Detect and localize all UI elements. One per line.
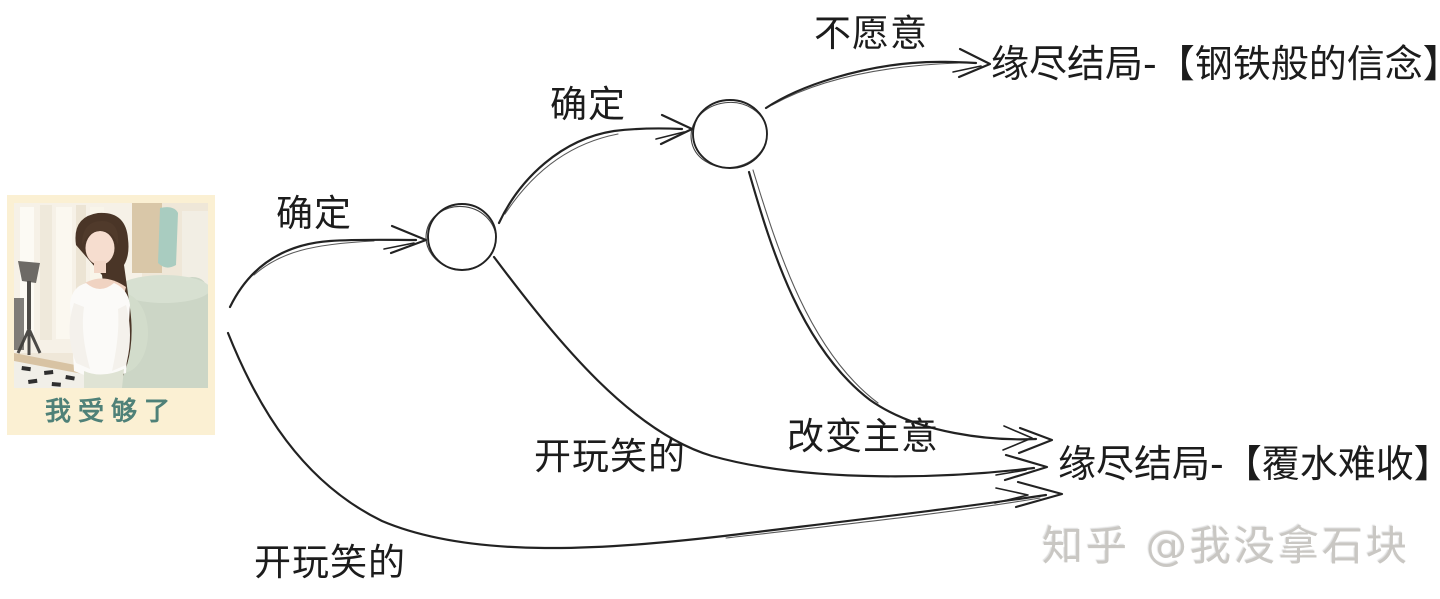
arrowhead-icon: [957, 47, 992, 79]
edge-label-unwilling: 不愿意: [814, 12, 928, 55]
photo-illustration: [14, 203, 208, 388]
edge-label-joking-mid: 开玩笑的: [534, 435, 686, 478]
watermark: 知乎 @我没拿石块: [1042, 522, 1411, 570]
card-caption: 我受够了: [44, 397, 177, 427]
arrowhead-icon: [1017, 426, 1054, 455]
arrowhead-icon: [1003, 453, 1049, 482]
edge-change-mind: [747, 169, 1054, 455]
node-1-circle: [425, 203, 497, 271]
edge-unwilling: [764, 47, 992, 110]
edge-joking-mid: [492, 255, 1049, 482]
edge-label-joking-bottom: 开玩笑的: [254, 541, 406, 584]
edge-label-change-mind: 改变主意: [787, 415, 939, 458]
ending-spilt-water: 缘尽结局-【覆水难收】: [1058, 442, 1440, 486]
edge-joking-bottom: [226, 331, 1064, 550]
edge-confirm-2: [497, 113, 694, 225]
scene-photo: [14, 203, 208, 388]
ending-steel-faith: 缘尽结局-【钢铁般的信念】: [991, 42, 1440, 86]
start-option-card: 我受够了: [7, 195, 215, 435]
edge-label-confirm-2: 确定: [550, 83, 626, 126]
edge-confirm-1: [228, 224, 428, 309]
node-2-circle: [690, 99, 768, 169]
edge-label-confirm-1: 确定: [276, 192, 352, 235]
arrowhead-icon: [1014, 480, 1064, 509]
